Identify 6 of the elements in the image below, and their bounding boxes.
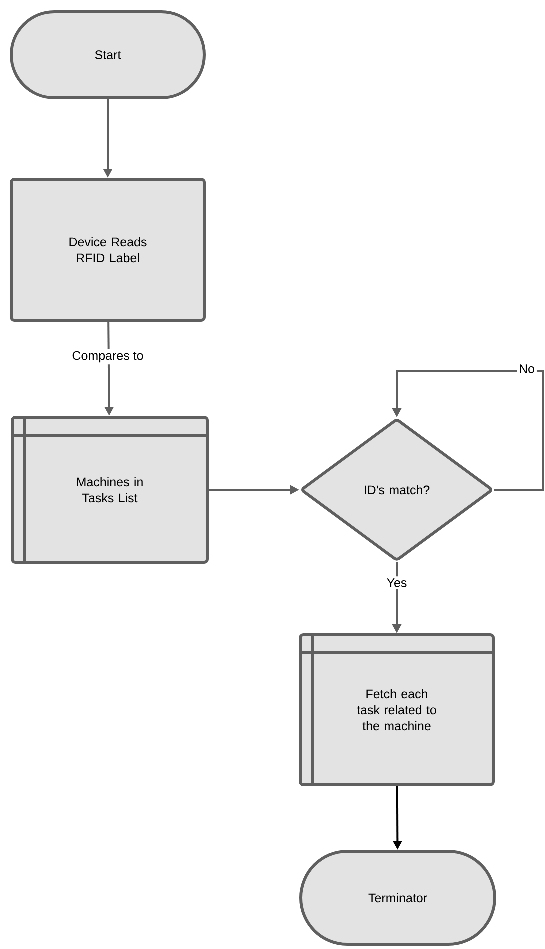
edge-label: No — [517, 362, 537, 376]
edge-label: Compares to — [70, 349, 146, 365]
subprocess-box: Fetch each task related to the machine — [299, 634, 495, 786]
subprocess-box: Machines in Tasks List — [11, 416, 209, 564]
edge-label: Yes — [384, 576, 410, 590]
process-box: Device Reads RFID Label — [10, 178, 206, 322]
